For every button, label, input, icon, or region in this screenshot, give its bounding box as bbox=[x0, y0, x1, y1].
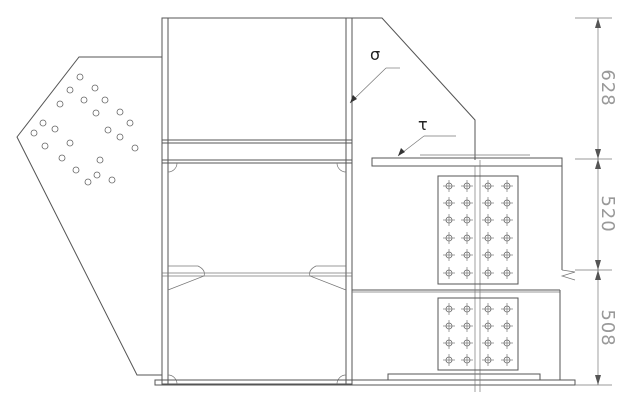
lower-splice-bolts bbox=[443, 303, 513, 366]
tau-label: τ bbox=[418, 115, 428, 134]
column bbox=[154, 17, 576, 386]
dimension-628: 628 bbox=[597, 69, 618, 106]
sigma-label: σ bbox=[370, 45, 380, 64]
tau-callout: τ bbox=[397, 115, 456, 157]
dimension-chain: 628 520 508 bbox=[575, 17, 618, 386]
sigma-callout: σ bbox=[349, 45, 400, 104]
dimension-508: 508 bbox=[597, 309, 618, 346]
lower-splice-plate bbox=[437, 297, 519, 371]
upper-splice-bolts bbox=[443, 180, 513, 279]
upper-splice-plate bbox=[437, 175, 519, 285]
upper-right-plate bbox=[352, 17, 476, 160]
gusset-plate bbox=[16, 56, 162, 376]
gusset-bolt-holes bbox=[30, 73, 139, 186]
dimension-520: 520 bbox=[597, 195, 618, 232]
beam bbox=[352, 154, 576, 392]
